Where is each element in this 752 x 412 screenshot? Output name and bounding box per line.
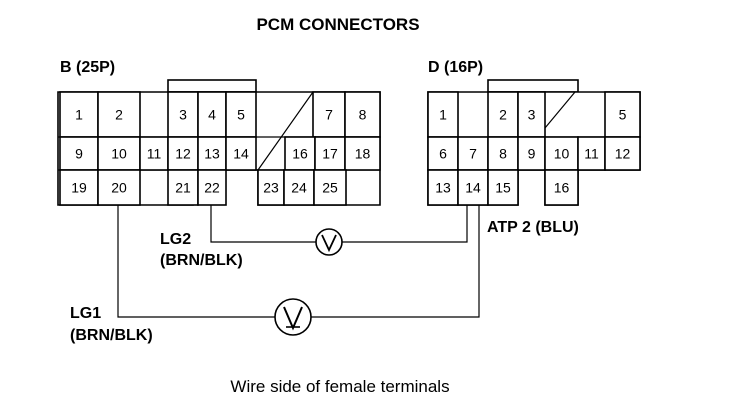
connector-b-pin-label: 23	[263, 180, 279, 196]
connector-d-pin-label: 6	[439, 146, 447, 162]
connector-d-pin-label: 8	[499, 146, 507, 162]
lg2-wire-name: LG2	[160, 231, 191, 248]
connector-b-pin-label: 5	[237, 107, 245, 123]
connector-b-pin-label: 19	[71, 180, 87, 196]
connector-d-pin-cell	[604, 91, 641, 138]
connector-d-pin-label: 10	[554, 146, 570, 162]
lg2-wire-right	[342, 205, 468, 243]
connector-b-pin-cell	[97, 169, 141, 206]
connector-b-lock-tab	[167, 79, 257, 93]
lg2-wire-left	[210, 205, 316, 243]
connector-b-pin-label: 22	[204, 180, 220, 196]
connector-d-lock-tab	[487, 79, 579, 93]
lg1-wire-left	[117, 205, 275, 318]
connector-d-pin-label: 1	[439, 107, 447, 123]
connector-d-pin-label: 13	[435, 180, 451, 196]
connector-d-pin-label: 7	[469, 146, 477, 162]
connector-d-pin-label: 2	[499, 107, 507, 123]
connector-b-pin-label: 25	[322, 180, 338, 196]
connector-b-pin-cell	[167, 91, 199, 138]
connector-b-pin-cell	[167, 169, 199, 206]
connector-b-pin-label: 14	[233, 146, 249, 162]
diagram-caption: Wire side of female terminals	[230, 377, 449, 396]
connector-d-pin-cell	[427, 91, 459, 138]
connector-d-pin-label: 12	[615, 146, 631, 162]
connector-d-pin-label: 11	[584, 146, 599, 162]
connector-d-pin-cell	[604, 136, 641, 171]
connector-b-pin-cell	[313, 169, 347, 206]
diagram-title: PCM CONNECTORS	[256, 15, 419, 34]
connector-b-pin-label: 17	[322, 146, 338, 162]
connector-b-pin-cell	[225, 91, 257, 138]
connector-b-pin-cell	[197, 169, 227, 206]
voltmeter-icon	[315, 228, 343, 256]
connector-b-pin-cell	[59, 169, 99, 206]
voltmeter-icon	[274, 298, 312, 336]
lg1-wire-right	[311, 205, 480, 318]
connector-b-pin-label: 16	[292, 146, 308, 162]
connector-b-pin-label: 12	[175, 146, 191, 162]
connector-d-pin-label: 16	[554, 180, 570, 196]
connector-b-pin-cell	[344, 136, 381, 171]
connector-b-pin-label: 8	[359, 107, 367, 123]
connector-d-pin-label: 3	[528, 107, 536, 123]
atp2-wire-label: ATP 2 (BLU)	[487, 219, 579, 236]
connector-b-pin-cell	[344, 91, 381, 138]
connector-d-pin-cell	[427, 169, 459, 206]
connector-b-pin-cell	[257, 169, 285, 206]
connector-b-pin-label: 20	[111, 180, 127, 196]
connector-b-pin-cell	[312, 91, 346, 138]
connector-b-pin-label: 10	[111, 146, 127, 162]
connector-b-pin-cell	[139, 136, 169, 171]
connector-d-pin-label: 9	[528, 146, 536, 162]
connector-d-pin-label: 5	[619, 107, 627, 123]
connector-b-pin-label: 2	[115, 107, 123, 123]
connector-b-pin-cell	[167, 136, 199, 171]
connector-b-pin-label: 13	[204, 146, 220, 162]
connector-d-blank-diagonal	[544, 91, 576, 129]
connector-d-pin-cell	[457, 169, 489, 206]
connector-b-pin-label: 7	[325, 107, 333, 123]
connector-b-pin-cell	[314, 136, 346, 171]
connector-b-pin-label: 9	[75, 146, 83, 162]
connector-b-pin-label: 1	[75, 107, 83, 123]
connector-b-pin-cell	[225, 136, 257, 171]
connector-d-pin-cell	[517, 136, 546, 171]
connector-b-pin-label: 18	[355, 146, 371, 162]
connector-b-pin-label: 21	[175, 180, 191, 196]
connector-d-pin-label: 15	[495, 180, 511, 196]
connector-d-label: D (16P)	[428, 59, 483, 76]
connector-d-pin-cell	[487, 169, 519, 206]
connector-b-pin-label: 24	[291, 180, 307, 196]
lg1-wire-name: LG1	[70, 305, 101, 322]
connector-b-pin-cell	[59, 136, 99, 171]
connector-b-blank-diagonal	[257, 91, 314, 171]
connector-b-pin-label: 3	[179, 107, 187, 123]
connector-d-pin-label: 14	[465, 180, 481, 196]
connector-b-pin-label: 4	[208, 107, 216, 123]
connector-d-pin-cell	[544, 169, 579, 206]
connector-b-label: B (25P)	[60, 59, 115, 76]
connector-b-pin-cell	[97, 91, 141, 138]
lg2-wire-color: (BRN/BLK)	[160, 252, 243, 269]
lg1-wire-color: (BRN/BLK)	[70, 327, 153, 344]
connector-b-pin-label: 11	[147, 146, 162, 162]
